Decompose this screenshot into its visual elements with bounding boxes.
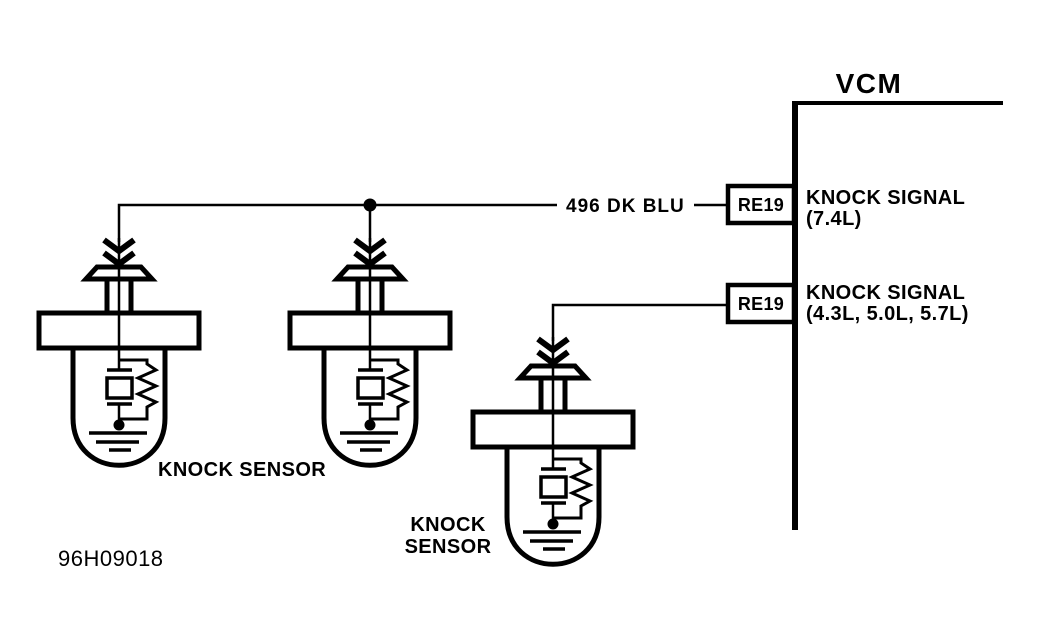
wire-sensor-3-to-re19-2 — [551, 303, 728, 341]
connector-pin-label: RE19 — [738, 294, 784, 314]
knock-sensor-3 — [473, 337, 633, 564]
knock-sensor-2 — [290, 238, 450, 465]
vcm-title: VCM — [836, 68, 903, 99]
connector-box-re19-2: RE19 — [725, 282, 797, 325]
signal-label-line2: (4.3L, 5.0L, 5.7L) — [806, 303, 969, 325]
wire-bus-496 — [117, 203, 557, 242]
knock-sensor-single-label-line1: KNOCK — [410, 514, 485, 536]
connector-pin-label: RE19 — [738, 195, 784, 215]
knock-sensor-group-label: KNOCK SENSOR — [158, 459, 326, 481]
signal-label-43-50-57l: KNOCK SIGNAL (4.3L, 5.0L, 5.7L) — [806, 282, 969, 325]
knock-sensor-single-label: KNOCK SENSOR — [405, 514, 492, 558]
knock-sensor-1 — [39, 238, 199, 465]
signal-label-line2: (7.4L) — [806, 208, 862, 230]
wire-label: 496 DK BLU — [566, 196, 685, 217]
connector-box-re19-1: RE19 — [725, 183, 797, 226]
signal-label-line1: KNOCK SIGNAL — [806, 282, 965, 304]
signal-label-line1: KNOCK SIGNAL — [806, 187, 965, 209]
figure-number: 96H09018 — [58, 546, 164, 571]
knock-sensor-single-label-line2: SENSOR — [405, 536, 492, 558]
signal-label-74l: KNOCK SIGNAL (7.4L) — [806, 187, 965, 230]
